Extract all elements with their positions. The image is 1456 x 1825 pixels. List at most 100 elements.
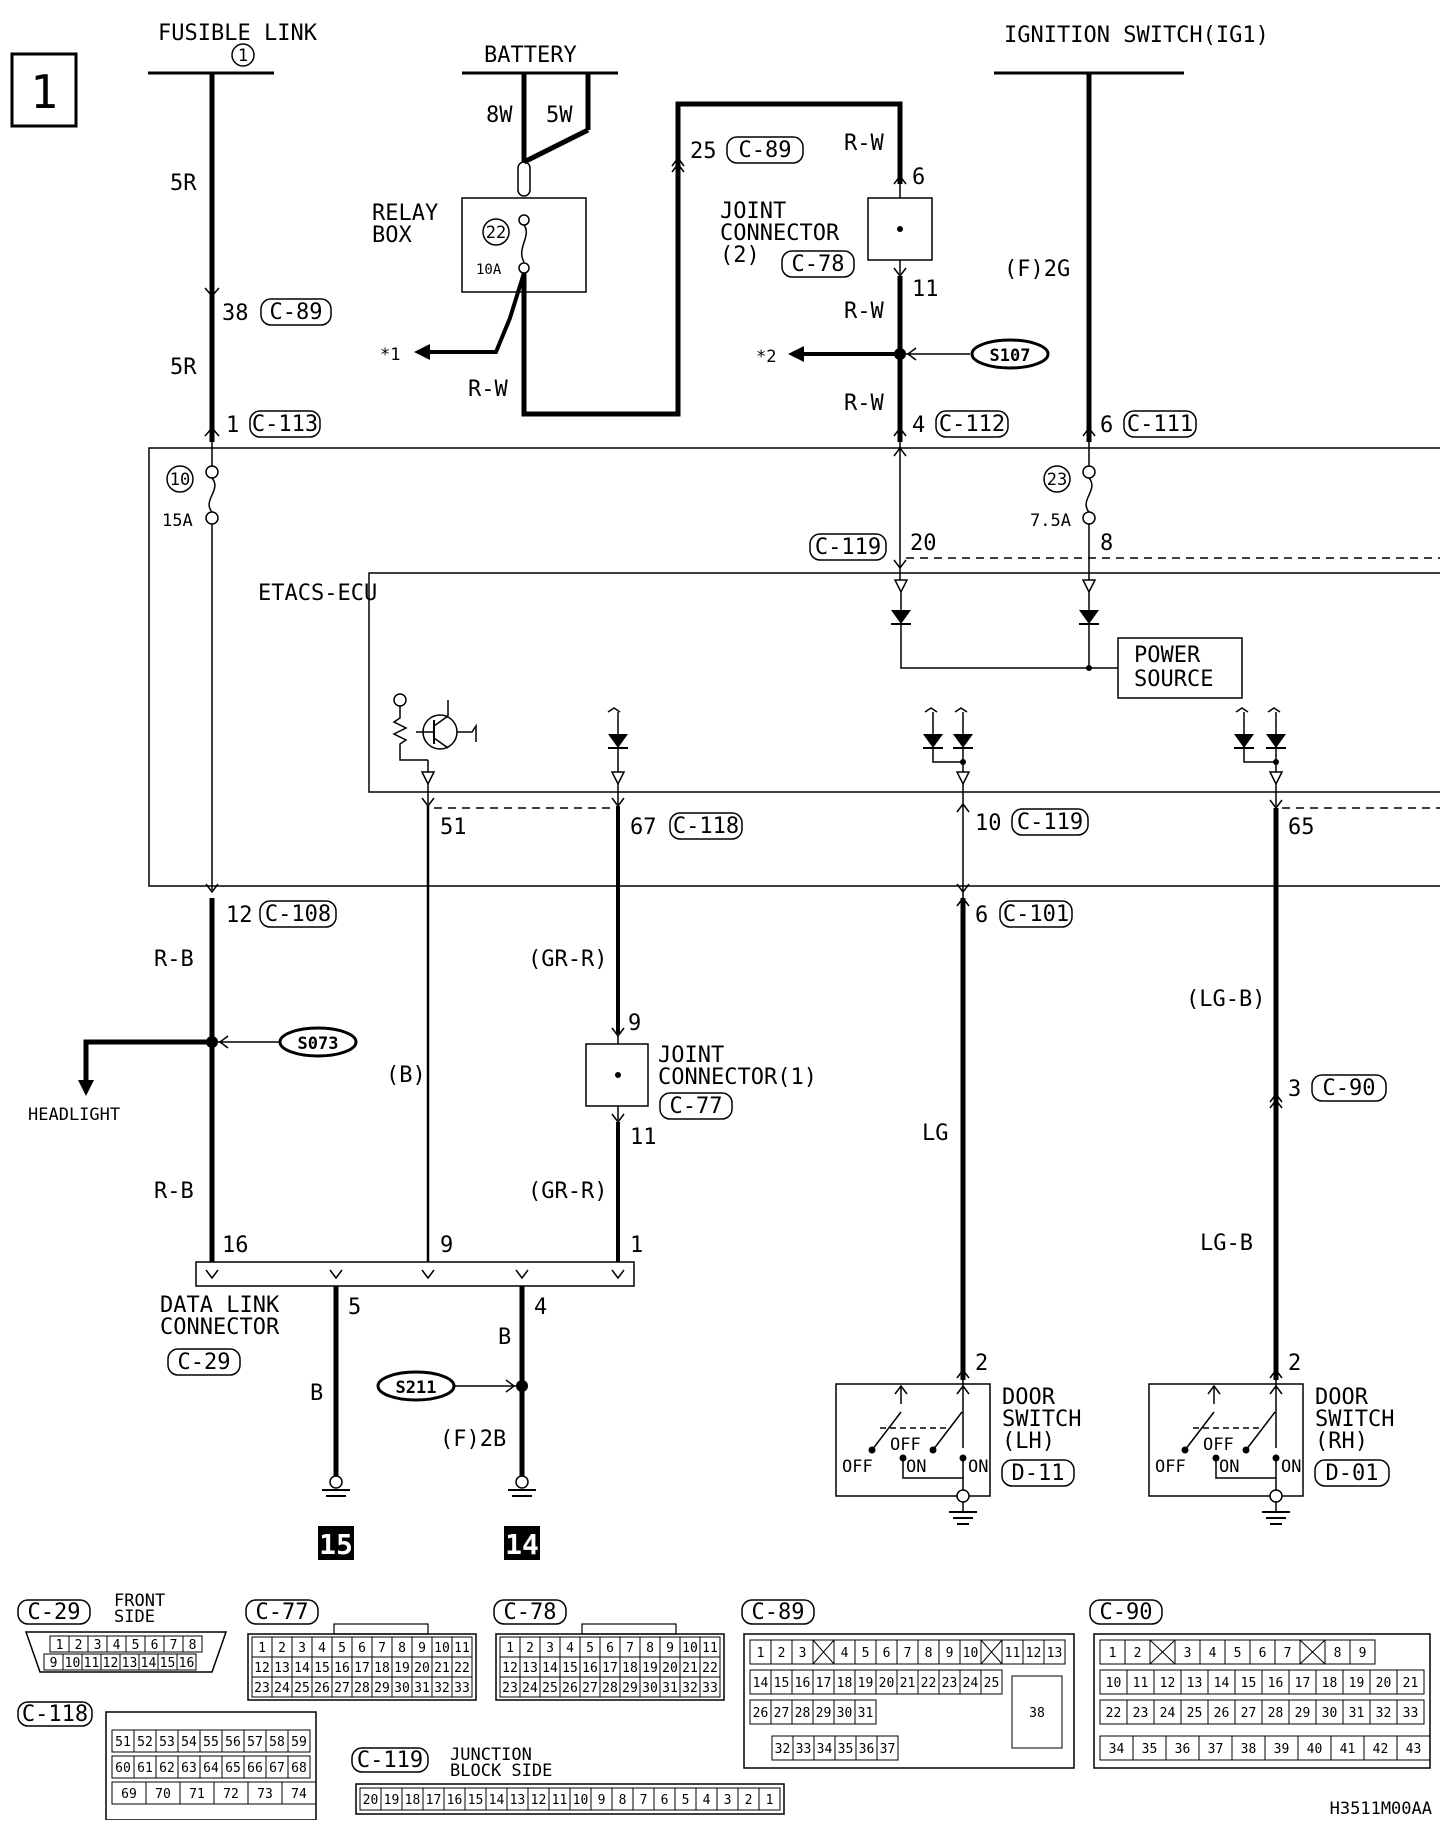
face-c78-outline [495, 1633, 725, 1701]
dlc-label-2: CONNECTOR [160, 1315, 280, 1340]
wire-RB-top: R-B [154, 947, 194, 972]
wire-GRR-bot: (GR-R) [528, 1179, 607, 1204]
c119-pin: 18 [405, 1793, 421, 1808]
pin-25: 25 [690, 139, 717, 164]
dlc-pin-4: 4 [534, 1295, 547, 1320]
c77-pin: 17 [354, 1661, 370, 1676]
c77-pin: 27 [334, 1681, 350, 1696]
c77-pin: 11 [454, 1641, 470, 1656]
jc1-label-2: CONNECTOR(1) [658, 1065, 817, 1090]
c90-pin: 37 [1208, 1742, 1224, 1757]
fuse-10-rating: 15A [162, 511, 193, 531]
fuse-10-num: 10 [170, 470, 190, 490]
c118-pin: 66 [247, 1761, 263, 1776]
pin-10: 10 [975, 811, 1002, 836]
wire-F2B: (F)2B [440, 1427, 506, 1452]
c78-pin: 8 [646, 1641, 654, 1656]
jc2-label-1: JOINT [720, 199, 786, 224]
fuse-23-num: 23 [1047, 470, 1067, 490]
fusible-link-number: 1 [238, 46, 248, 66]
ecu-diode-10-icon [923, 707, 973, 786]
c90-pin: 38 [1241, 1742, 1257, 1757]
c89-pin: 4 [841, 1646, 849, 1661]
c90-pin: 41 [1340, 1742, 1356, 1757]
c78-pin: 4 [566, 1641, 574, 1656]
c77-pin: 16 [334, 1661, 350, 1676]
c90-pin: 2 [1134, 1646, 1142, 1661]
pin-12: 12 [226, 903, 253, 928]
face-c119-label: C-119 [357, 1748, 423, 1773]
c77-pin: 33 [454, 1681, 470, 1696]
c78-pin: 18 [622, 1661, 638, 1676]
c77-pin: 3 [298, 1641, 306, 1656]
door-rh-label-2: SWITCH [1315, 1407, 1394, 1432]
wire-LG: LG [922, 1121, 949, 1146]
c119-pin: 17 [426, 1793, 442, 1808]
ground-15-label: 15 [319, 1528, 353, 1561]
c77-pin: 9 [418, 1641, 426, 1656]
c118-pin: 59 [291, 1735, 307, 1750]
etacs-ecu-box [368, 572, 1440, 793]
c78-pin: 1 [506, 1641, 514, 1656]
c89-pin: 1 [757, 1646, 765, 1661]
conn-c89-38: C-89 [270, 300, 323, 325]
wire-LGB-bot: LG-B [1200, 1231, 1253, 1256]
c77-pin: 15 [314, 1661, 330, 1676]
c90-pin: 5 [1234, 1646, 1242, 1661]
conn-c119-10: C-119 [1017, 810, 1083, 835]
door-lh-off: OFF [842, 1457, 873, 1477]
joint-connector-1 [585, 1043, 649, 1107]
c78-pin: 3 [546, 1641, 554, 1656]
splice-S107: S107 [990, 346, 1031, 366]
page-number: 1 [30, 65, 58, 119]
c118-pin: 54 [181, 1735, 197, 1750]
c90-pin: 34 [1109, 1742, 1125, 1757]
dlc-pin-5: 5 [348, 1295, 361, 1320]
c89-pin: 38 [1029, 1706, 1045, 1721]
pin-20: 20 [910, 531, 937, 556]
conn-c29: C-29 [178, 1350, 231, 1375]
face-c29-outline [24, 1631, 228, 1673]
door-rh-off2: OFF [1203, 1435, 1234, 1455]
c89-pin: 35 [838, 1742, 854, 1757]
wire-8W: 8W [486, 103, 513, 128]
c118-pin: 62 [159, 1761, 175, 1776]
note-star2: *2 [756, 347, 776, 367]
c119-pin: 7 [640, 1793, 648, 1808]
ecu-diode-67-icon [607, 707, 628, 786]
c89-pin: 13 [1047, 1646, 1063, 1661]
c119-pin: 12 [531, 1793, 547, 1808]
pin-67: 67 [630, 815, 657, 840]
jc2-label-2: CONNECTOR [720, 221, 840, 246]
fusible-link-label: FUSIBLE LINK [158, 21, 318, 46]
c29-pin: 1 [56, 1638, 64, 1653]
c78-pin: 7 [626, 1641, 634, 1656]
face-c89-outline [743, 1633, 1075, 1769]
c78-pin: 27 [582, 1681, 598, 1696]
c119-pin: 16 [447, 1793, 463, 1808]
jc1-pin-9: 9 [628, 1011, 641, 1036]
c77-pin: 13 [274, 1661, 290, 1676]
c78-pin: 26 [562, 1681, 578, 1696]
c90-pin: 43 [1406, 1742, 1422, 1757]
page-number-box [10, 52, 78, 128]
c119-pin: 9 [598, 1793, 606, 1808]
c118-pin: 51 [115, 1735, 131, 1750]
c89-pin: 11 [1005, 1646, 1021, 1661]
c77-pin: 4 [318, 1641, 326, 1656]
conn-c119-20: C-119 [815, 535, 881, 560]
c29-pin: 14 [141, 1656, 157, 1671]
wire-5R-bot: 5R [170, 355, 197, 380]
ground-14-label: 14 [505, 1528, 539, 1561]
pin-8: 8 [1100, 531, 1113, 556]
c78-pin: 33 [702, 1681, 718, 1696]
c77-pin: 30 [394, 1681, 410, 1696]
conn-c113: C-113 [252, 412, 318, 437]
c118-pin: 63 [181, 1761, 197, 1776]
c90-pin: 39 [1274, 1742, 1290, 1757]
conn-c89-25: C-89 [739, 138, 792, 163]
